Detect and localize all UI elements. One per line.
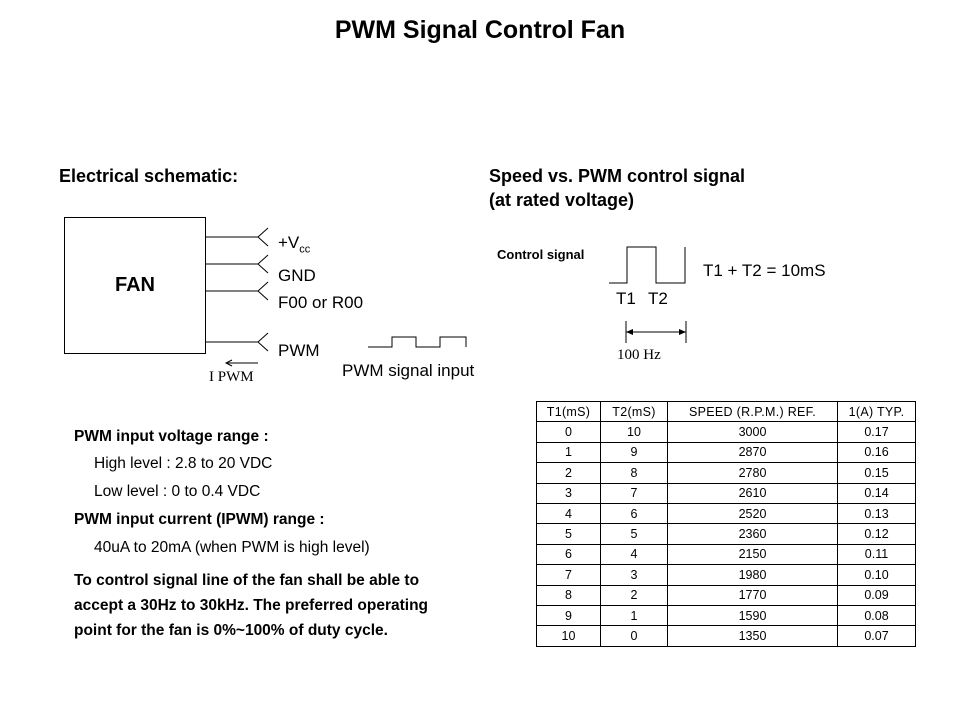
voltage-range-heading: PWM input voltage range :: [74, 428, 269, 445]
vcc-label: +Vcc: [278, 233, 311, 256]
control-signal-wave: [609, 246, 686, 284]
table-cell: 3: [536, 482, 601, 504]
column-header: T2(mS): [600, 400, 668, 423]
speed-heading-line2: (at rated voltage): [489, 190, 635, 210]
current-range-spec: 40uA to 20mA (when PWM is high level): [94, 539, 370, 556]
fan-label: FAN: [115, 274, 155, 296]
table-cell: 10: [536, 625, 601, 647]
table-cell: 6: [600, 502, 668, 525]
table-cell: 0.09: [837, 584, 916, 606]
table-cell: 0.15: [837, 462, 916, 484]
t1-label: T1: [616, 289, 636, 308]
table-header-row: T1(mS) T2(mS) SPEED (R.P.M.) REF. 1(A) T…: [536, 400, 916, 423]
vcc-connector: [257, 227, 269, 247]
table-cell: 8: [536, 584, 601, 606]
table-cell: 9: [600, 441, 668, 464]
note-line: To control signal line of the fan shall …: [74, 572, 420, 589]
table-cell: 4: [536, 502, 601, 525]
table-cell: 6: [536, 543, 601, 566]
table-cell: 0.07: [837, 625, 916, 647]
speed-heading-line1: Speed vs. PWM control signal: [489, 166, 746, 186]
pwm-connector: [257, 332, 269, 352]
period-equation: T1 + T2 = 10mS: [703, 261, 826, 280]
schematic-heading: Electrical schematic:: [59, 166, 239, 186]
table-cell: 2870: [667, 441, 838, 464]
table-cell: 0: [536, 421, 601, 443]
column-header: 1(A) TYP.: [837, 400, 916, 423]
low-level-spec: Low level : 0 to 0.4 VDC: [94, 483, 261, 500]
note-line: accept a 30Hz to 30kHz. The preferred op…: [74, 597, 429, 614]
table-cell: 2780: [667, 462, 838, 484]
speed-table: T1(mS) T2(mS) SPEED (R.P.M.) REF. 1(A) T…: [536, 400, 916, 647]
signal-input-label: PWM signal input: [342, 361, 475, 380]
table-cell: 0.11: [837, 543, 916, 566]
table-cell: 2150: [667, 543, 838, 566]
table-cell: 7: [600, 482, 668, 504]
table-cell: 2: [536, 462, 601, 484]
column-header: SPEED (R.P.M.) REF.: [667, 400, 838, 423]
frequency-label: 100 Hz: [617, 347, 661, 363]
table-cell: 5: [536, 523, 601, 545]
table-cell: 4: [600, 543, 668, 566]
table-cell: 0.13: [837, 502, 916, 525]
dimension-arrow-left: [626, 329, 633, 335]
table-cell: 1: [536, 441, 601, 464]
table-cell: 8: [600, 462, 668, 484]
note-line: point for the fan is 0%~100% of duty cyc…: [74, 622, 388, 639]
f00-label: F00 or R00: [278, 293, 364, 312]
duty-cycle-note: To control signal line of the fan shall …: [74, 568, 514, 643]
table-cell: 1: [600, 604, 668, 627]
table-cell: 9: [536, 604, 601, 627]
pwm-square-wave: [368, 336, 467, 348]
table-cell: 2520: [667, 502, 838, 525]
dimension-arrow-right: [679, 329, 686, 335]
table-cell: 0.17: [837, 421, 916, 443]
fan-box: FAN: [64, 217, 206, 354]
current-range-heading: PWM input current (IPWM) range :: [74, 511, 325, 528]
control-signal-label: Control signal: [497, 247, 585, 262]
table-cell: 1590: [667, 604, 838, 627]
table-cell: 0.08: [837, 604, 916, 627]
table-cell: 0.16: [837, 441, 916, 464]
table-cell: 1350: [667, 625, 838, 647]
table-cell: 0.14: [837, 482, 916, 504]
column-header: T1(mS): [536, 400, 601, 423]
table-cell: 2: [600, 584, 668, 606]
table-cell: 3000: [667, 421, 838, 443]
table-cell: 2610: [667, 482, 838, 504]
t2-label: T2: [648, 289, 668, 308]
table-cell: 5: [600, 523, 668, 545]
page-title: PWM Signal Control Fan: [334, 16, 626, 44]
current-arrow-head: [224, 359, 233, 367]
table-cell: 0: [600, 625, 668, 647]
table-cell: 1980: [667, 564, 838, 586]
table-cell: 7: [536, 564, 601, 586]
table-cell: 0.12: [837, 523, 916, 545]
f00-connector: [257, 281, 269, 301]
table-cell: 0.10: [837, 564, 916, 586]
gnd-label: GND: [278, 266, 316, 285]
gnd-connector: [257, 254, 269, 274]
table-cell: 3: [600, 564, 668, 586]
current-label: I PWM: [209, 369, 254, 385]
table-cell: 10: [600, 421, 668, 443]
table-cell: 1770: [667, 584, 838, 606]
high-level-spec: High level : 2.8 to 20 VDC: [94, 455, 273, 472]
speed-heading: Speed vs. PWM control signal (at rated v…: [489, 164, 745, 212]
pwm-label: PWM: [278, 341, 320, 360]
table-cell: 2360: [667, 523, 838, 545]
